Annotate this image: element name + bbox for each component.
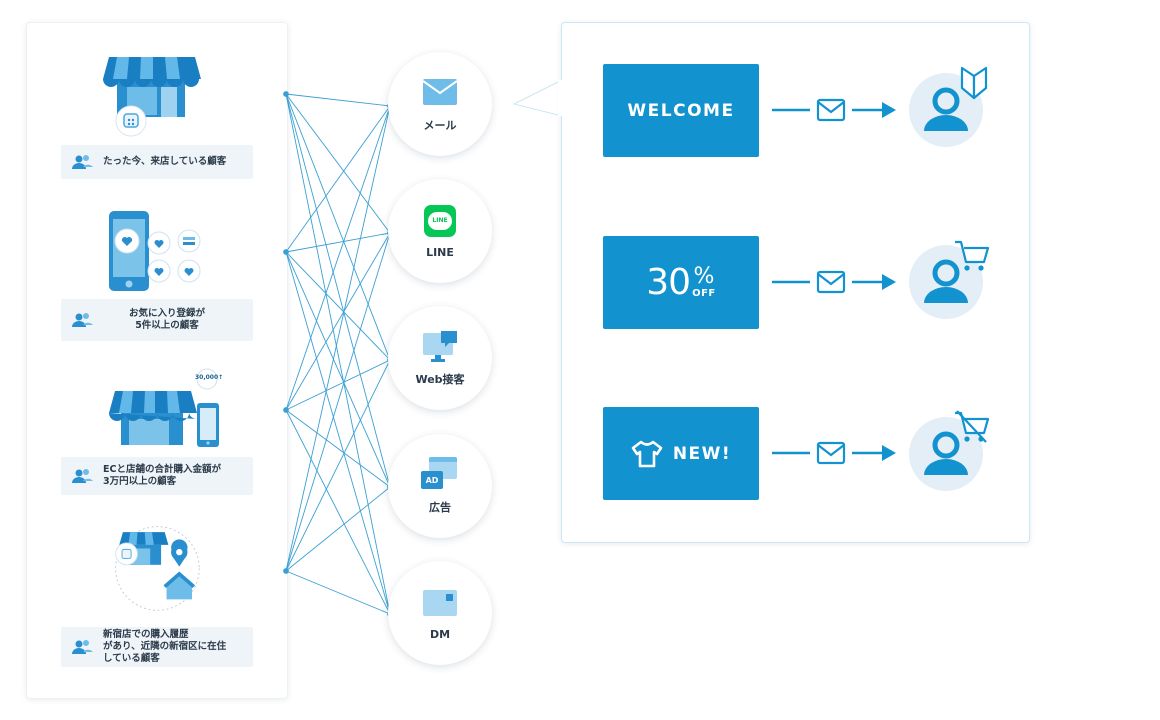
segment-visiting-now[interactable]: たった今、来店している顧客 [27,51,287,211]
mail-icon [421,75,459,109]
off-text: OFF [692,288,716,299]
link-line [285,232,391,411]
tshirt-icon [631,440,663,467]
link-line [285,251,391,488]
link-line [285,105,391,253]
link-line [285,93,391,488]
cart-icon [955,240,990,271]
channel-line[interactable]: LINE LINE [388,179,492,283]
segment-high-spend[interactable]: 30,000↑ ECと店舗の合計購入金額が 3万円以上の顧客 [27,367,287,527]
arrow-right-icon [882,102,896,118]
people-icon [72,313,93,327]
channel-label: DM [429,627,451,641]
amount-badge: 30,000↑ [195,374,224,381]
link-line [285,409,391,615]
segment-label-box: 新宿店での購入履歴 があり、近隣の新宿区に在住 している顧客 [61,627,253,667]
arrow-right-icon [882,274,896,290]
channel-label: Web接客 [415,373,465,386]
line-icon-text: LINE [432,217,448,224]
ad-icon-text: AD [425,475,439,485]
link-line [285,105,391,572]
line-app-icon: LINE [421,204,459,238]
link-line [285,93,391,107]
welcome-message-card[interactable]: WELCOME [603,64,759,157]
user-icon [924,259,968,303]
channel-mail[interactable]: メール [388,52,492,156]
segment-shinjuku[interactable]: 新宿店での購入履歴 があり、近隣の新宿区に在住 している顧客 [27,523,287,693]
smartphone-favorites-icon [109,211,201,291]
channel-web[interactable]: Web接客 [388,306,492,410]
ad-icon: AD [421,457,459,491]
segment-label: お気に入り登録が 5件以上の顧客 [128,308,205,331]
link-line [285,486,391,572]
postcard-icon [421,586,459,620]
new-arrival-message-card[interactable]: NEW! [603,407,759,500]
discount-message-card[interactable]: 30 % OFF [603,236,759,329]
user-icon [924,431,968,475]
store-and-phone-icon [109,368,219,447]
segment-label: 新宿店での購入履歴 があり、近隣の新宿区に在住 している顧客 [103,629,227,664]
send-flow [772,270,896,294]
segment-label-box: お気に入り登録が 5件以上の顧客 [61,299,253,341]
channel-ad[interactable]: AD 広告 [388,434,492,538]
store-with-shopper-icon [103,57,201,137]
link-line [285,232,391,572]
bubble-tail [512,79,563,117]
bubble-tail-cover [558,80,564,116]
channel-label: 広告 [429,501,451,514]
segment-favorites[interactable]: お気に入り登録が 5件以上の顧客 [27,209,287,369]
channel-label: LINE [426,245,454,259]
beginner-leaf-icon [960,66,988,100]
link-line [285,359,391,572]
mail-icon [816,270,846,294]
link-line [285,93,391,234]
link-line [285,570,391,615]
link-line [285,251,391,615]
send-flow [772,441,896,465]
segment-panel: たった今、来店している顧客 お気に入り登録が [26,22,288,699]
link-line [285,251,391,361]
arrow-right-icon [882,445,896,461]
new-text: NEW! [672,443,732,464]
mail-icon [816,441,846,465]
store-map-pin-icon [115,526,200,611]
segment-label-box: たった今、来店している顧客 [61,145,253,179]
percent-sign: % [693,264,715,289]
people-icon [72,469,93,483]
people-icon [72,640,93,654]
send-flow [772,98,896,122]
people-icon [72,155,93,169]
link-line [285,93,391,361]
channel-dm[interactable]: DM [388,561,492,665]
customer-avatar [909,73,983,147]
customer-avatar [909,417,983,491]
link-line [285,359,391,411]
link-line [285,232,391,253]
welcome-text: WELCOME [627,100,735,121]
link-line [285,105,391,411]
segment-label: ECと店舗の合計購入金額が 3万円以上の顧客 [103,464,221,487]
segment-label-box: ECと店舗の合計購入金額が 3万円以上の顧客 [61,457,253,495]
discount-percent: 30 [646,262,691,303]
link-line [285,409,391,488]
segment-label: たった今、来店している顧客 [103,156,227,167]
link-line [285,93,391,615]
channel-label: メール [423,119,457,132]
cart-crossed-icon [955,410,990,443]
monitor-chat-icon [421,329,459,363]
user-icon [924,87,968,131]
discount-label: 30 % OFF [646,262,715,303]
mail-icon [816,98,846,122]
